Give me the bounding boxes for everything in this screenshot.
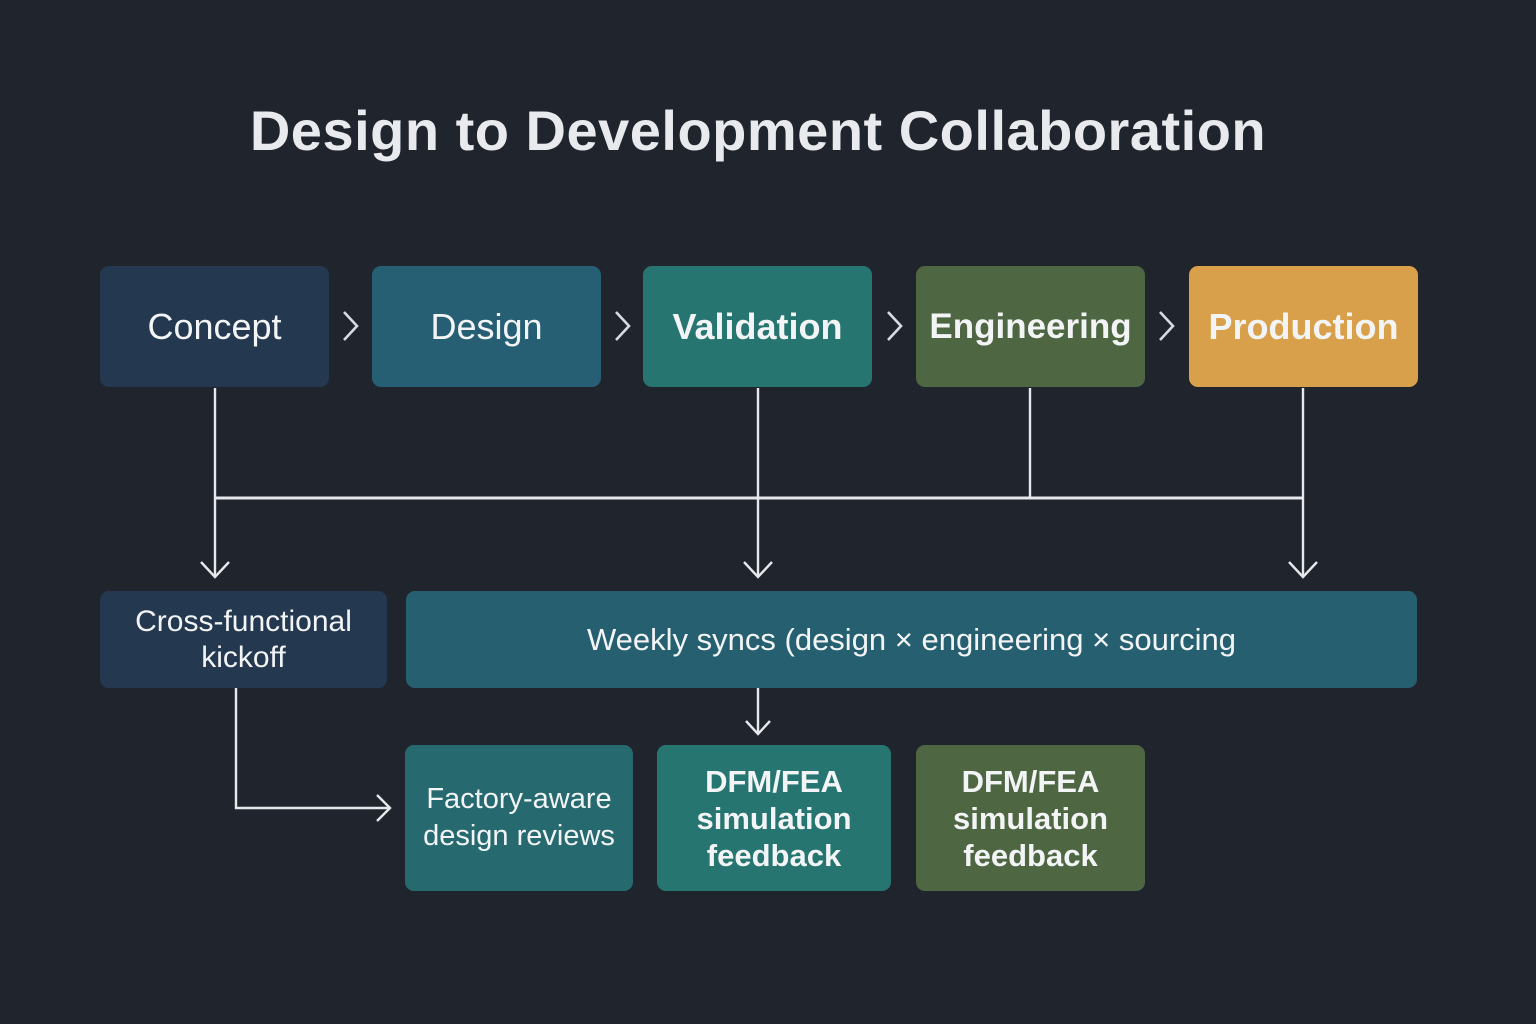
stage-design: Design — [372, 266, 601, 387]
output-dfm-fea-feedback-validation: DFM/FEA simulation feedback — [657, 745, 891, 891]
stage-engineering: Engineering — [916, 266, 1145, 387]
weekly-syncs-label: Weekly syncs (design × engineering × sou… — [586, 621, 1237, 657]
chevron-right-icon — [887, 311, 903, 341]
arrowhead-down-icon — [745, 720, 771, 736]
output-label: DFM/FEA simulation feedback — [952, 763, 1108, 873]
diagram-title: Design to Development Collaboration — [249, 99, 1267, 162]
chevron-right-icon — [615, 311, 631, 341]
chevron-right-icon — [1159, 311, 1175, 341]
output-dfm-fea-feedback-engineering: DFM/FEA simulation feedback — [916, 745, 1145, 891]
stage-production: Production — [1189, 266, 1418, 387]
stage-validation: Validation — [643, 266, 872, 387]
output-factory-aware-reviews: Factory-aware design reviews — [405, 745, 633, 891]
stage-label: Concept — [147, 305, 282, 347]
stage-label: Engineering — [929, 306, 1132, 346]
stage-label: Design — [430, 305, 543, 347]
stage-label: Validation — [672, 305, 843, 347]
stage-label: Production — [1208, 305, 1399, 347]
output-label: Factory-aware design reviews — [423, 783, 615, 852]
weekly-syncs-box: Weekly syncs (design × engineering × sou… — [406, 591, 1417, 688]
chevron-right-icon — [343, 311, 359, 341]
stage-concept: Concept — [100, 266, 329, 387]
kickoff-box: Cross-functional kickoff — [100, 591, 387, 688]
arrowhead-down-icon — [200, 561, 230, 579]
arrowhead-down-icon — [1288, 561, 1318, 579]
output-label: DFM/FEA simulation feedback — [696, 763, 852, 873]
connector-kickoff-to-reviews — [234, 688, 389, 810]
arrowhead-down-icon — [743, 561, 773, 579]
kickoff-label: Cross-functional kickoff — [135, 604, 352, 674]
arrowhead-right-icon — [376, 794, 392, 822]
